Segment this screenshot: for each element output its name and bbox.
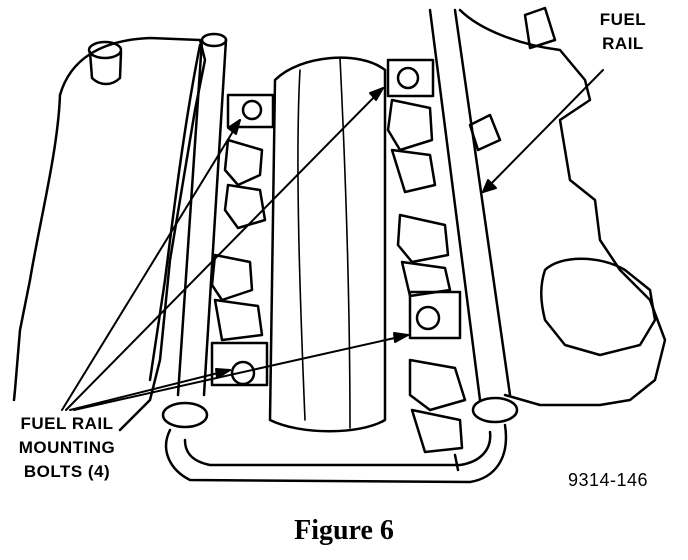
right-small-cap — [468, 113, 502, 152]
fuel-rail-label-line2: RAIL — [602, 34, 644, 53]
right-injector-3 — [408, 358, 467, 454]
oil-cap — [540, 257, 657, 357]
mounting-bolts-label-line2: MOUNTING — [18, 438, 116, 457]
right-injector-2 — [396, 213, 452, 298]
mounting-bolts-label-line3: BOLTS (4) — [23, 462, 111, 481]
mounting-bolts-label-line1: FUEL RAIL — [20, 414, 114, 433]
right-fuel-rail — [428, 8, 512, 402]
right-filler-neck — [523, 6, 557, 50]
right-bolt-bracket-bottom — [408, 290, 462, 340]
fuel-rail-leader — [482, 69, 604, 193]
figure-caption: Figure 6 — [294, 515, 394, 546]
left-injector-2 — [210, 253, 264, 342]
left-filler-neck — [87, 40, 123, 86]
right-bolt-bracket-top — [386, 58, 435, 98]
fuel-rail-label-line1: FUEL — [599, 10, 647, 29]
left-head-inner-edge — [148, 43, 202, 382]
mounting-bolts-label: FUEL RAIL MOUNTING BOLTS (4) — [8, 412, 126, 484]
left-injector-1 — [223, 138, 267, 230]
right-injector-1 — [386, 98, 437, 194]
left-bolt-bracket-bottom — [210, 341, 269, 387]
right-cylinder-head — [458, 8, 667, 407]
left-bolt-bracket-top — [226, 93, 275, 129]
left-cylinder-head — [12, 36, 207, 432]
left-fuel-rail — [176, 32, 228, 397]
intake-plenum — [268, 56, 387, 433]
fuel-crossover-tube — [161, 396, 519, 484]
figure-code: 9314-146 — [568, 470, 649, 490]
fuel-rail-label: FUEL RAIL — [588, 8, 658, 56]
bolt-leaders — [61, 87, 409, 411]
